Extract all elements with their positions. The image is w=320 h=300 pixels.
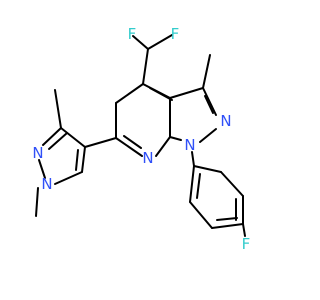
atom-label: N (220, 112, 231, 130)
atom-label: F (171, 25, 180, 43)
bond (189, 165, 195, 203)
bond (38, 159, 46, 179)
bond (169, 87, 204, 99)
bond (189, 201, 213, 229)
bond (204, 95, 214, 114)
bond (147, 34, 173, 50)
atom-label: N (32, 144, 43, 162)
bonds (35, 34, 246, 237)
bond (115, 137, 143, 157)
bond (169, 136, 182, 141)
bond (35, 187, 39, 217)
bond (48, 132, 68, 150)
bond (202, 87, 217, 116)
bond (191, 151, 195, 167)
bond (155, 136, 171, 157)
bond (123, 135, 142, 149)
bond (142, 48, 149, 85)
atom-label: N (184, 136, 195, 154)
atom-label: N (142, 149, 153, 167)
bond (54, 89, 62, 129)
bond (199, 128, 217, 143)
structure-diagram: F F N N N N N F (32, 25, 250, 253)
bond (60, 127, 86, 148)
bond (211, 223, 244, 229)
bond (242, 223, 246, 237)
bond (196, 173, 201, 199)
atom-label: F (242, 235, 251, 253)
nitrogen-atom-pyridine: N (142, 149, 153, 167)
atom-label: F (128, 25, 137, 43)
bond (220, 171, 244, 197)
fluorine-atom-bottom: F (242, 235, 251, 253)
bond (149, 87, 173, 101)
bond (132, 35, 149, 50)
fluorine-atom-top-right: F (171, 25, 180, 43)
bond (115, 83, 144, 104)
nitrogen-atom-left-2: N (41, 175, 52, 193)
bond (84, 137, 117, 148)
atom-labels: F F N N N N N F (32, 25, 250, 253)
bond (54, 171, 83, 185)
bond (202, 54, 211, 89)
bond (81, 146, 86, 173)
bond (193, 165, 222, 173)
fluorine-atom-top-left: F (128, 25, 137, 43)
molecule-canvas: F F N N N N N F (32, 25, 251, 253)
bond (42, 127, 62, 146)
bond (75, 149, 79, 171)
nitrogen-atom-pyrazole-b: N (184, 136, 195, 154)
nitrogen-atom-left-1: N (32, 144, 43, 162)
bond (216, 217, 238, 221)
atom-label: N (41, 175, 52, 193)
nitrogen-atom-pyrazole-a: N (220, 112, 231, 130)
